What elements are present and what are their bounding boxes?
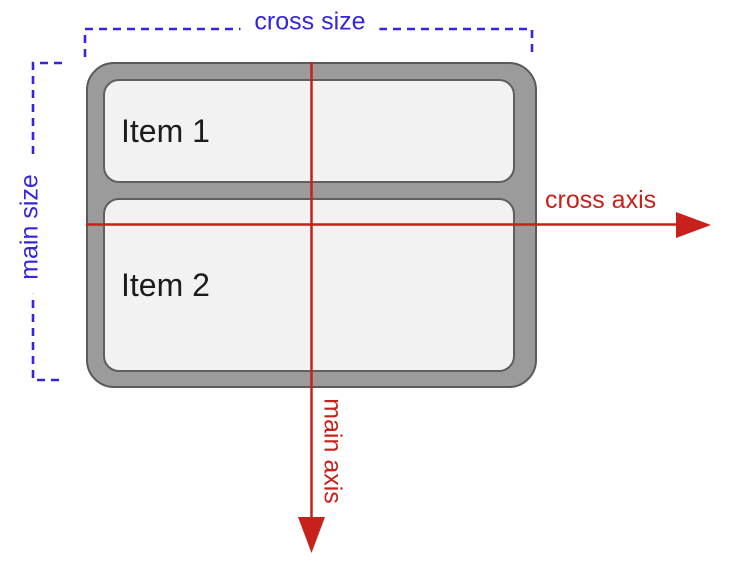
flex-container: Item 1 Item 2: [86, 62, 537, 388]
cross-axis-label: cross axis: [545, 186, 657, 214]
main-size-label: main size: [15, 160, 45, 294]
cross-size-label: cross size: [240, 7, 380, 37]
cross-axis-arrowhead-icon: [676, 212, 711, 238]
flex-item-1-label: Item 1: [121, 112, 210, 149]
flex-item-2: Item 2: [103, 198, 515, 372]
flex-item-2-label: Item 2: [121, 266, 210, 303]
flex-item-1: Item 1: [103, 79, 515, 183]
main-axis-label: main axis: [318, 398, 347, 504]
main-axis-arrowhead-icon: [298, 517, 325, 553]
